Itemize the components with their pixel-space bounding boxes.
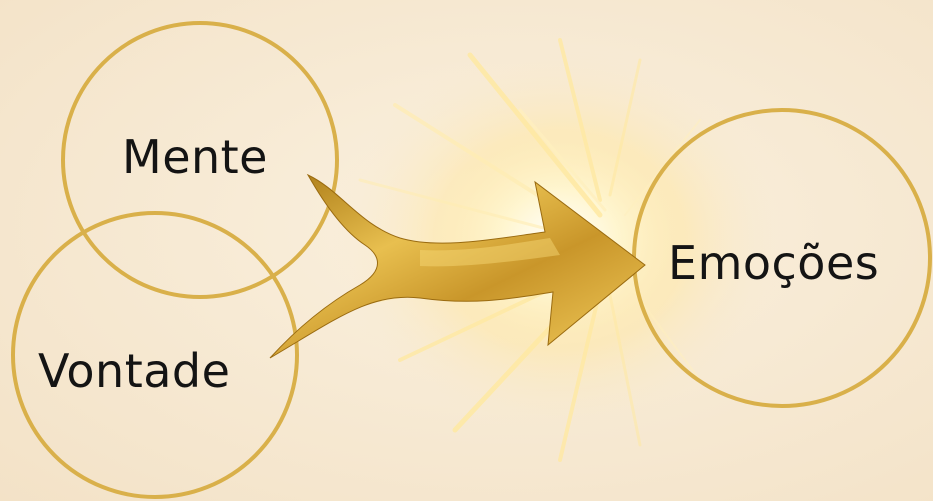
emocoes-label: Emoções <box>668 240 879 286</box>
vontade-label: Vontade <box>38 348 230 394</box>
mente-label: Mente <box>122 134 268 180</box>
